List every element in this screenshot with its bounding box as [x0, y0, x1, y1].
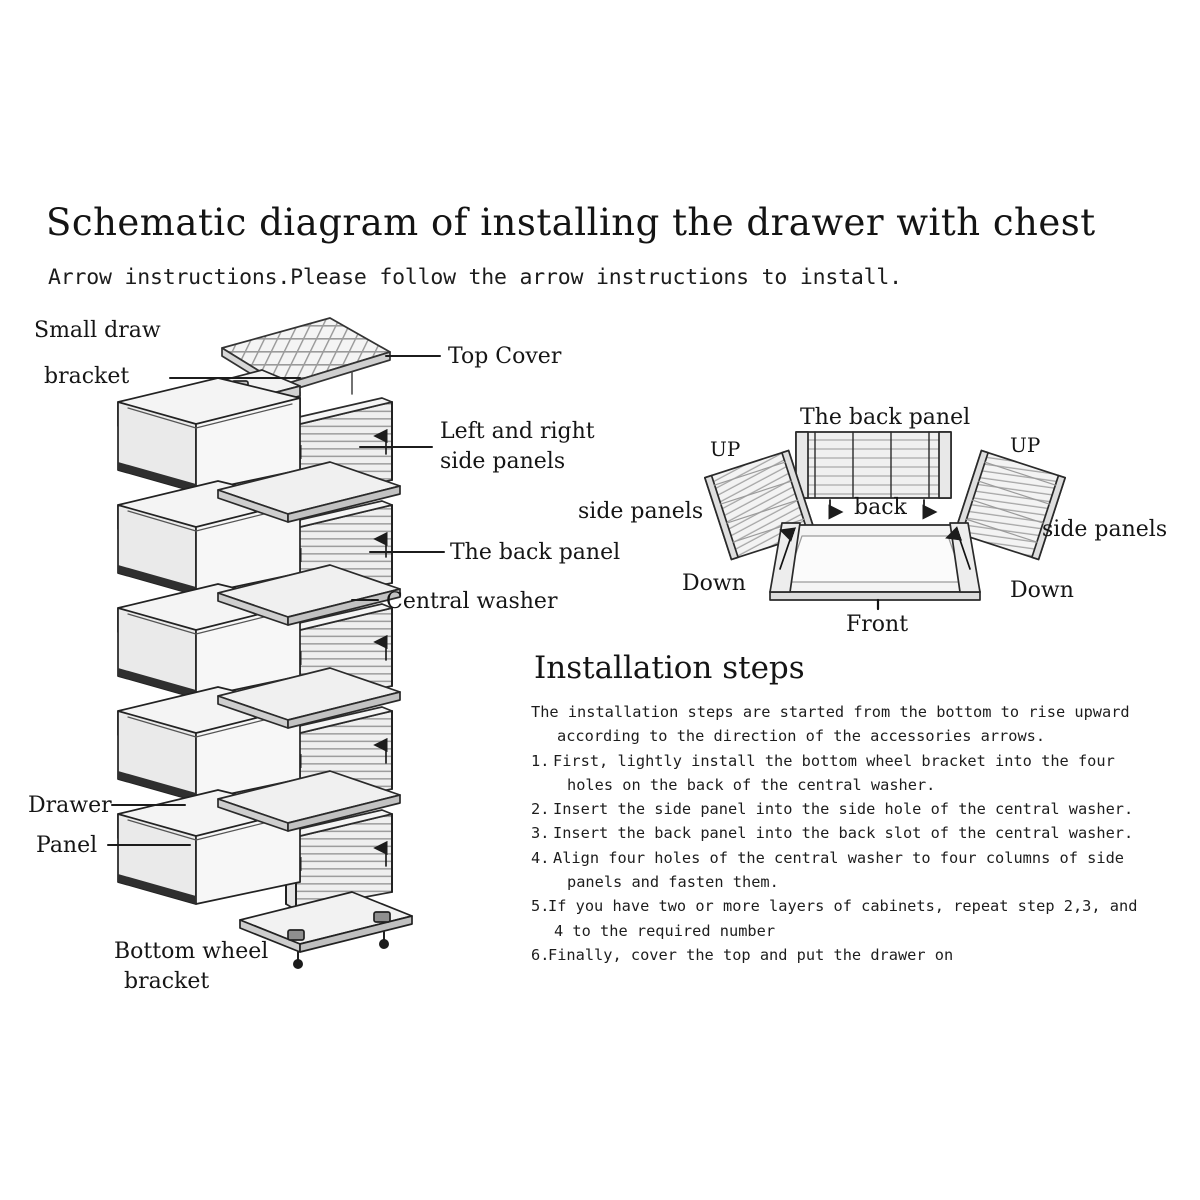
installation-intro-line1: The installation steps are started from … — [531, 703, 1130, 721]
installation-intro: The installation steps are started from … — [531, 700, 1186, 749]
step-number: 5. — [531, 897, 550, 916]
step-text: First, lightly install the bottom wheel … — [553, 749, 1186, 798]
label-side-panels-line2: side panels — [440, 449, 566, 474]
step-line1: If you have two or more layers of cabine… — [548, 897, 1138, 916]
label-back: back — [854, 495, 907, 520]
cabinet-layer-3 — [117, 583, 393, 705]
cabinet-layer-2 — [117, 480, 393, 602]
label-central-washer: Central washer — [386, 589, 558, 614]
step-line1: Insert the back panel into the back slot… — [553, 824, 1134, 843]
installation-steps-title: Installation steps — [534, 650, 805, 686]
cabinet-layer-1 — [117, 377, 393, 499]
step-line2: 4 to the required number — [554, 921, 776, 940]
step-number: 6. — [531, 945, 550, 964]
step-text: Insert the back panel into the back slot… — [553, 821, 1186, 845]
step-text: If you have two or more layers of cabine… — [548, 894, 1186, 943]
cabinet-layer-5 — [117, 789, 393, 911]
list-item: 4. Align four holes of the central washe… — [531, 846, 1186, 895]
installation-steps-block: The installation steps are started from … — [531, 700, 1186, 967]
cabinet-layer-4 — [117, 686, 393, 808]
label-bottom-wheel-line1: Bottom wheel — [114, 939, 269, 964]
label-panel: Panel — [36, 833, 98, 858]
list-item: 6. Finally, cover the top and put the dr… — [531, 943, 1186, 967]
step-line1: First, lightly install the bottom wheel … — [553, 751, 1115, 770]
central-washer-trays — [217, 461, 401, 832]
top-cover-art — [221, 317, 391, 415]
page-title: Schematic diagram of installing the draw… — [46, 201, 1096, 244]
step-number: 3. — [531, 824, 550, 843]
step-number: 1. — [531, 751, 550, 770]
list-item: 1. First, lightly install the bottom whe… — [531, 749, 1186, 798]
label-down-left: Down — [682, 571, 746, 596]
step-line1: Align four holes of the central washer t… — [553, 848, 1124, 867]
label-side-panels-line1: Left and right — [440, 419, 595, 444]
installation-intro-line2: according to the direction of the access… — [557, 727, 1046, 746]
label-down-right: Down — [1010, 578, 1074, 603]
list-item: 3. Insert the back panel into the back s… — [531, 821, 1186, 845]
list-item: 2. Insert the side panel into the side h… — [531, 797, 1186, 821]
assembly-side-panel-left-art — [704, 449, 816, 561]
step-line2: panels and fasten them. — [567, 873, 779, 892]
step-text: Insert the side panel into the side hole… — [553, 797, 1186, 821]
step-line1: Insert the side panel into the side hole… — [553, 800, 1134, 819]
page-subtitle: Arrow instructions.Please follow the arr… — [48, 265, 902, 290]
label-assembly-back-panel: The back panel — [800, 405, 971, 430]
step-text: Align four holes of the central washer t… — [553, 846, 1186, 895]
label-small-draw-bracket-line1: Small draw — [34, 318, 161, 343]
step-number: 4. — [531, 848, 550, 867]
installation-steps-list: 1. First, lightly install the bottom whe… — [531, 749, 1186, 968]
list-item: 5. If you have two or more layers of cab… — [531, 894, 1186, 943]
label-back-panel: The back panel — [450, 540, 621, 565]
assembly-central-washer-art — [769, 522, 981, 611]
label-up-right: UP — [1010, 433, 1041, 457]
step-line2: holes on the back of the central washer. — [567, 775, 936, 794]
step-text: Finally, cover the top and put the drawe… — [548, 943, 1186, 967]
label-bottom-wheel-line2: bracket — [124, 969, 210, 994]
label-front: Front — [846, 612, 909, 637]
label-drawer: Drawer — [28, 793, 112, 818]
label-side-panels-right: side panels — [1042, 517, 1168, 542]
label-side-panels-left: side panels — [578, 499, 704, 524]
step-number: 2. — [531, 800, 550, 819]
label-small-draw-bracket-line2: bracket — [44, 364, 130, 389]
label-top-cover: Top Cover — [448, 344, 562, 369]
small-draw-bracket-art — [177, 369, 301, 419]
label-up-left: UP — [710, 437, 741, 461]
step-line1: Finally, cover the top and put the drawe… — [548, 945, 954, 964]
